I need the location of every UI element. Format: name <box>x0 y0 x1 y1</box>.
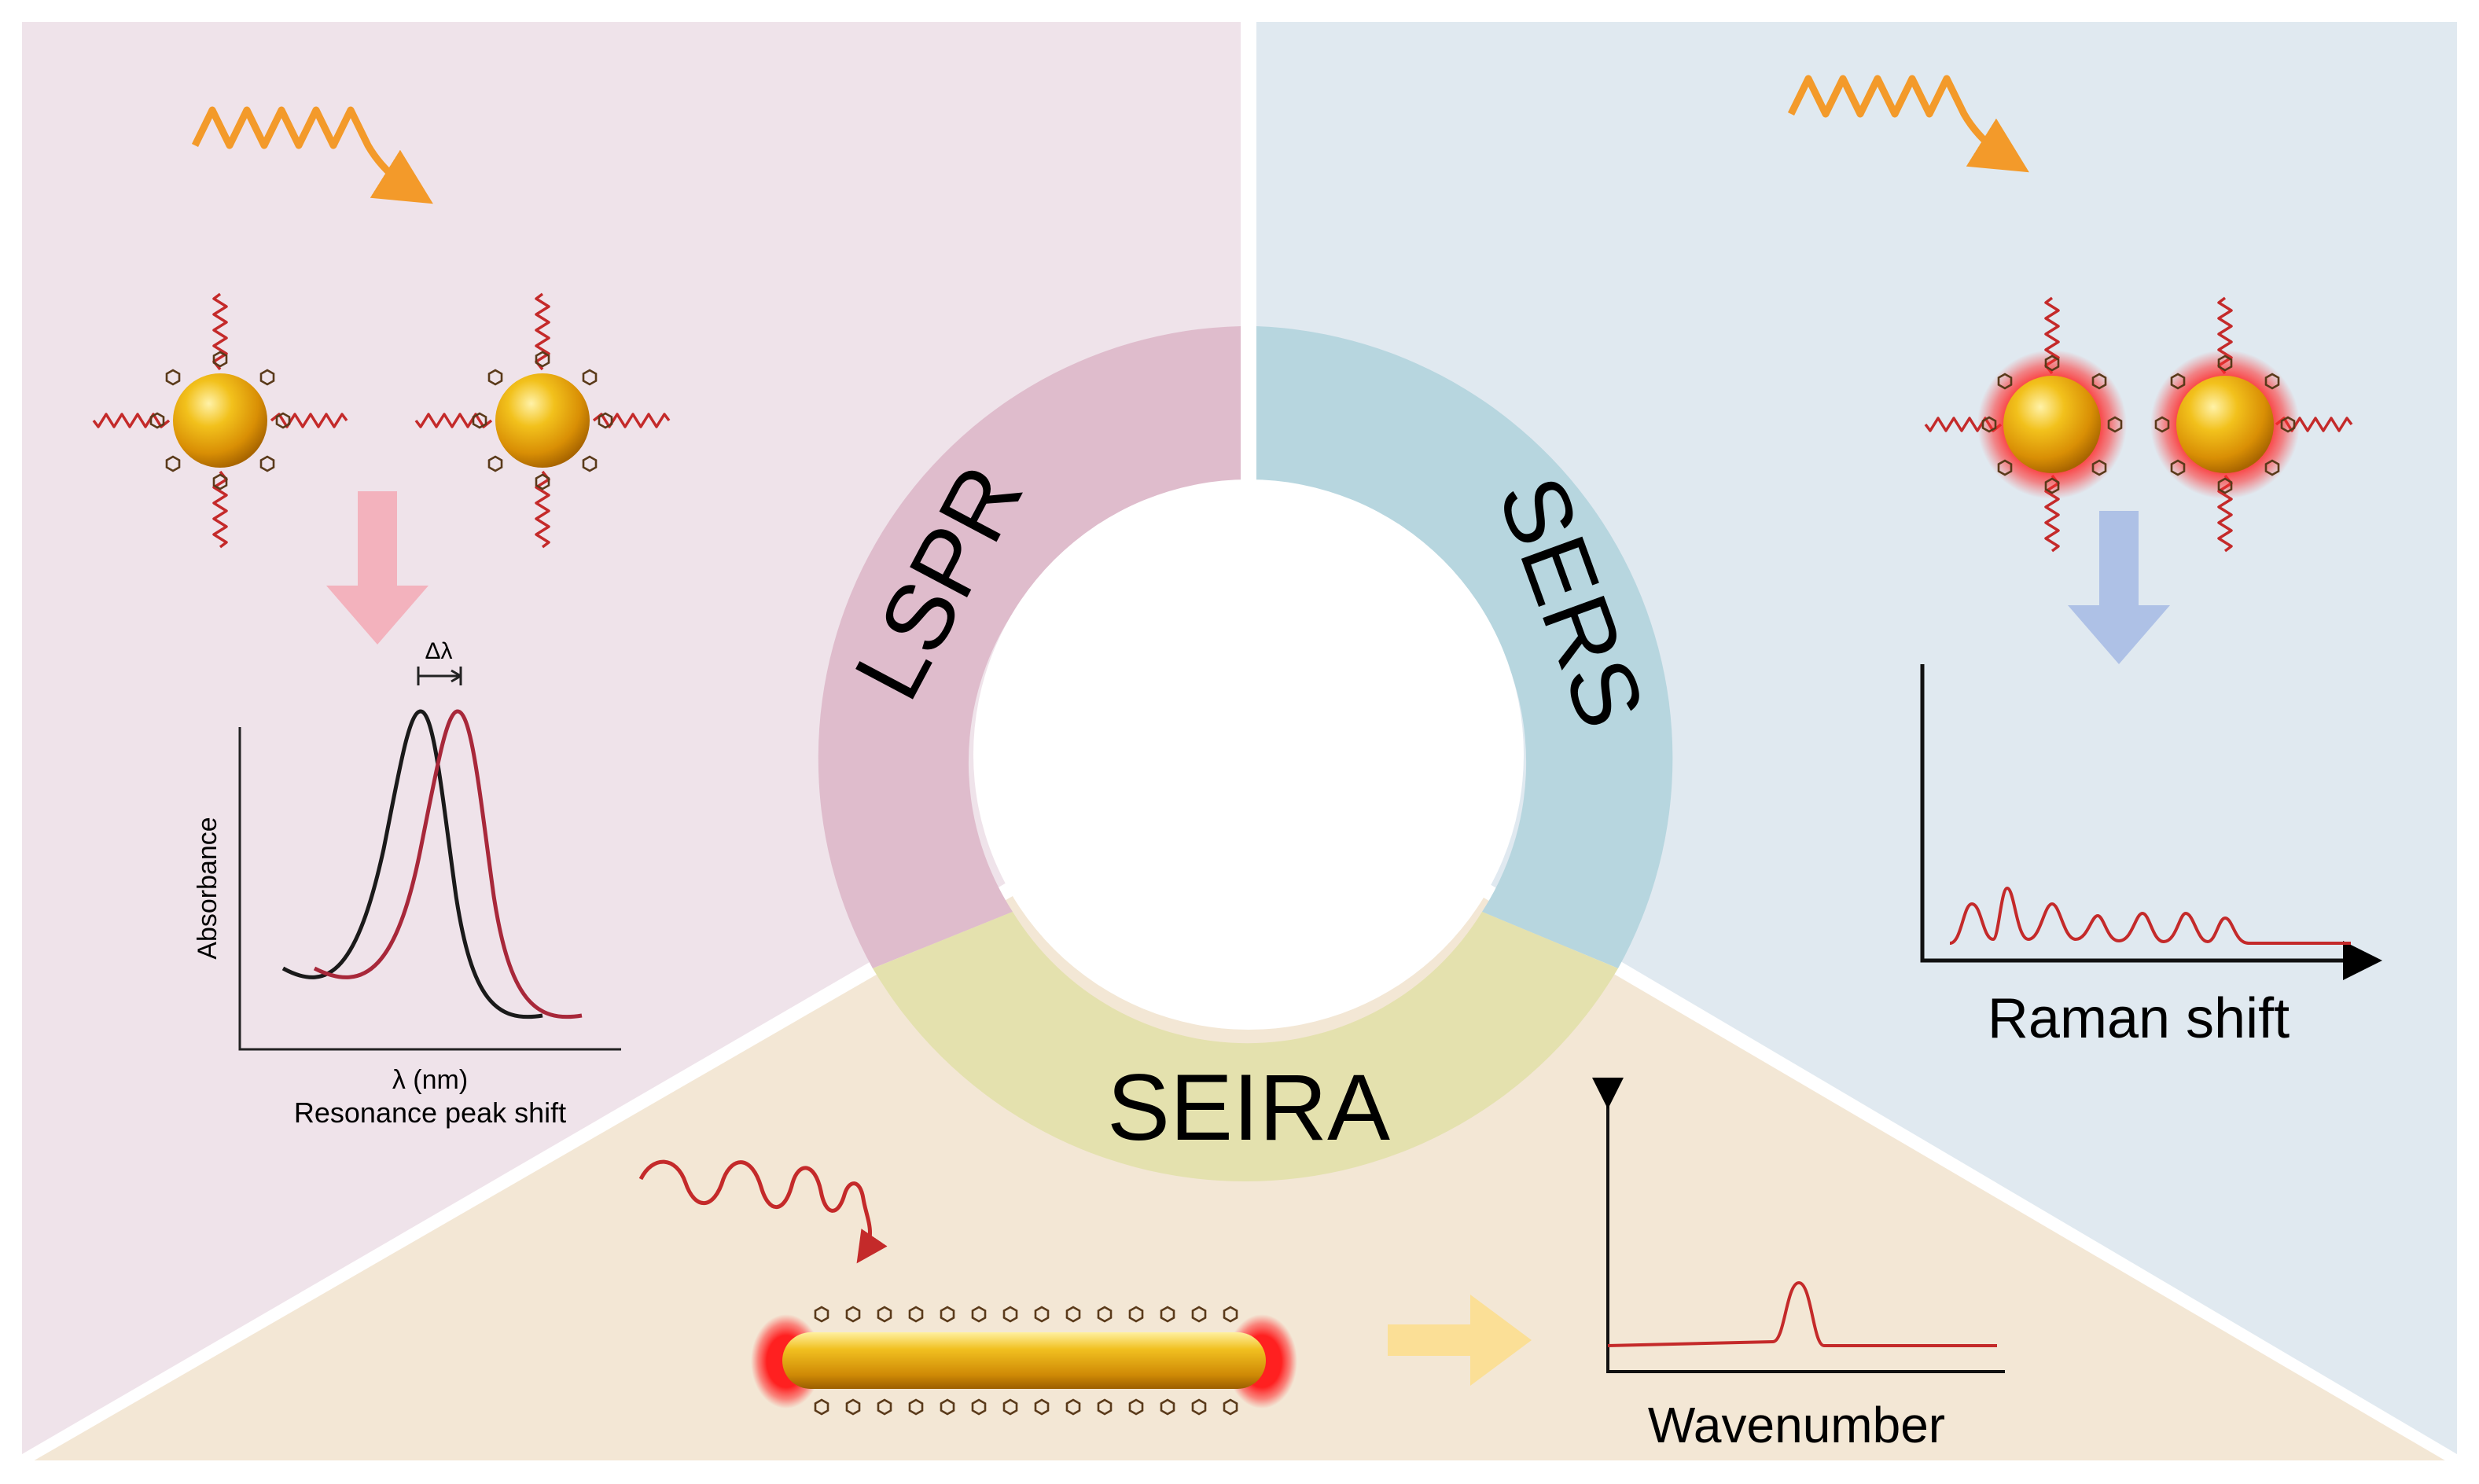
ring-segment-sers <box>1256 326 1673 968</box>
raman-spectrum-line <box>1949 886 2351 945</box>
incident-light-wave-seira <box>638 1159 888 1264</box>
lspr-panel: Δλ Absorbance λ (nm) Resonance peak shif… <box>92 106 671 1129</box>
gold-nanorod <box>782 1332 1266 1389</box>
down-arrow-sers <box>2068 511 2170 664</box>
gold-nanosphere <box>2003 376 2101 473</box>
nanoparticle-sers-2 <box>2150 296 2353 553</box>
gold-nanosphere <box>173 373 267 468</box>
sers-panel: Raman shift <box>1787 75 2382 1050</box>
absorbance-curve-after <box>313 709 583 1019</box>
plot-caption: Resonance peak shift <box>294 1096 566 1129</box>
x-axis-label: λ (nm) <box>392 1065 468 1095</box>
ring-segment-lspr <box>818 326 1241 968</box>
sers-panel-background <box>1256 22 2457 1454</box>
x-axis-label: Raman shift <box>1988 987 2290 1050</box>
ring-label-seira: SEIRA <box>1107 1055 1390 1160</box>
right-arrow-seira <box>1388 1295 1532 1386</box>
plot-axes <box>238 727 621 1051</box>
nanoparticle-sers-1 <box>1924 296 2127 553</box>
nanoparticle-lspr-2 <box>414 292 671 549</box>
ring-segment-seira <box>873 912 1618 1182</box>
down-arrow-lspr <box>326 491 428 645</box>
lspr-panel-background <box>22 22 1241 1454</box>
absorbance-curve-before <box>281 709 543 1019</box>
incident-light-wave-sers <box>1787 75 2029 173</box>
seira-ir-plot: Wavenumber <box>1592 1078 2005 1453</box>
lspr-absorbance-plot: Δλ Absorbance λ (nm) Resonance peak shif… <box>193 638 621 1129</box>
sers-raman-plot: Raman shift <box>1920 664 2382 1050</box>
y-axis-label: Absorbance <box>193 817 223 959</box>
technique-ring: LSPR SERS SEIRA <box>818 326 1673 1182</box>
seira-panel: Wavenumber <box>638 1078 2005 1453</box>
plot-axes <box>1920 664 2382 980</box>
incident-light-wave-lspr <box>191 106 433 204</box>
delta-lambda-label: Δλ <box>425 638 452 664</box>
x-axis-label: Wavenumber <box>1648 1397 1945 1453</box>
gold-nanosphere <box>2176 376 2274 473</box>
ring-center <box>973 479 1524 1030</box>
gold-nanosphere <box>495 373 590 468</box>
nanoparticle-lspr-1 <box>92 292 348 549</box>
delta-lambda-marker <box>417 667 462 685</box>
gold-nanorod-assembly <box>751 1306 1297 1416</box>
ir-spectrum-line <box>1607 1280 1997 1347</box>
plot-axes <box>1592 1078 2005 1373</box>
